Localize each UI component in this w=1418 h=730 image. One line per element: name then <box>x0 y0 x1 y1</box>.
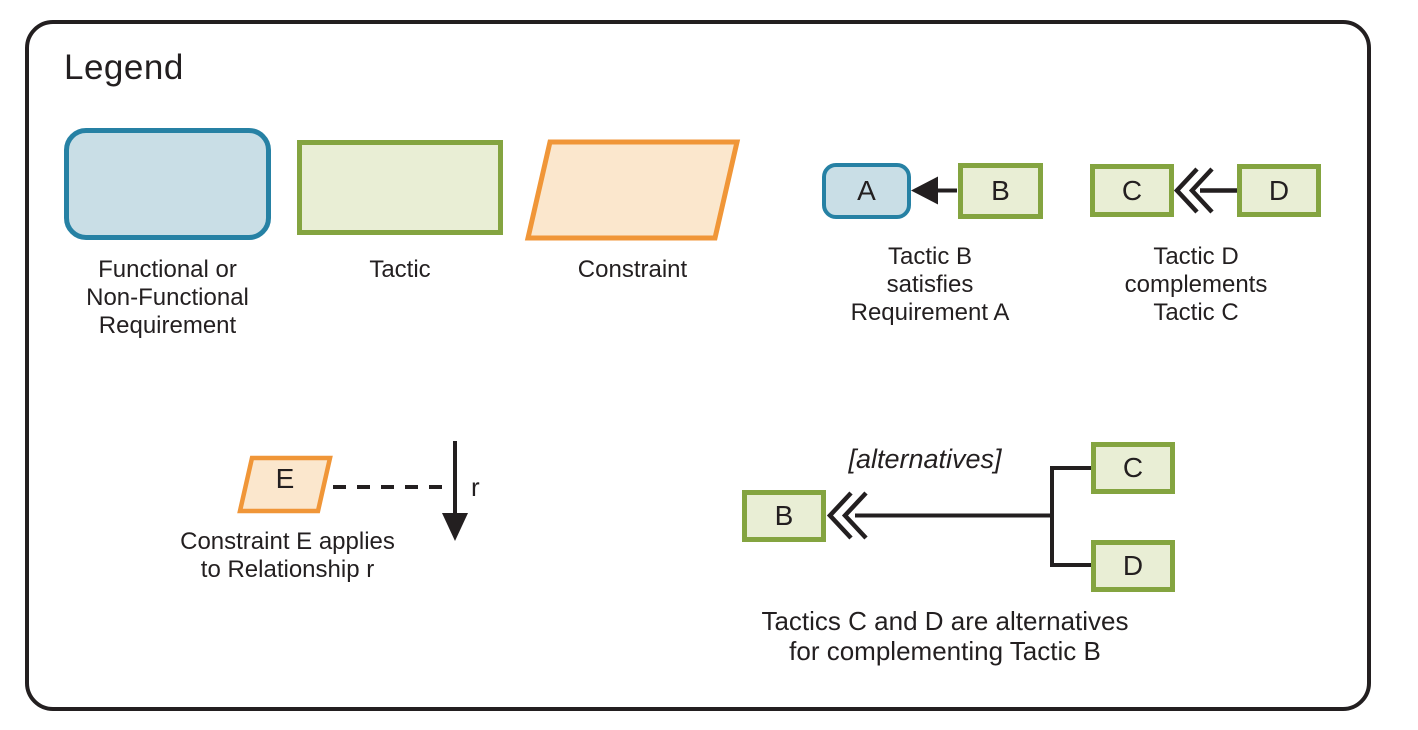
node-b-alternatives: B <box>742 490 826 542</box>
node-c: C <box>1090 164 1174 217</box>
alternatives-caption: Tactics C and D are alternatives for com… <box>761 606 1129 666</box>
requirement-shape <box>64 128 271 240</box>
node-e: E <box>275 463 295 494</box>
requirement-shape-label: Functional or Non-Functional Requirement <box>86 256 249 339</box>
constraint-applies-caption: Constraint E applies to Relationship r <box>180 528 395 583</box>
node-a: A <box>822 163 911 219</box>
legend-title: Legend <box>64 48 184 87</box>
complements-caption: Tactic D complements Tactic C <box>1124 243 1268 326</box>
tactic-shape-label: Tactic <box>369 256 431 283</box>
node-c-alternatives: C <box>1091 442 1175 494</box>
satisfies-caption: Tactic B satisfies Requirement A <box>850 243 1010 326</box>
tactic-shape <box>297 140 503 235</box>
node-d-alternatives: D <box>1091 540 1175 592</box>
constraint-shape-label: Constraint <box>577 256 688 283</box>
node-b: B <box>958 163 1043 219</box>
relationship-r-label: r <box>471 472 480 502</box>
node-d: D <box>1237 164 1321 217</box>
legend-frame <box>25 20 1371 711</box>
alternatives-guard-label: [alternatives] <box>848 444 1002 474</box>
